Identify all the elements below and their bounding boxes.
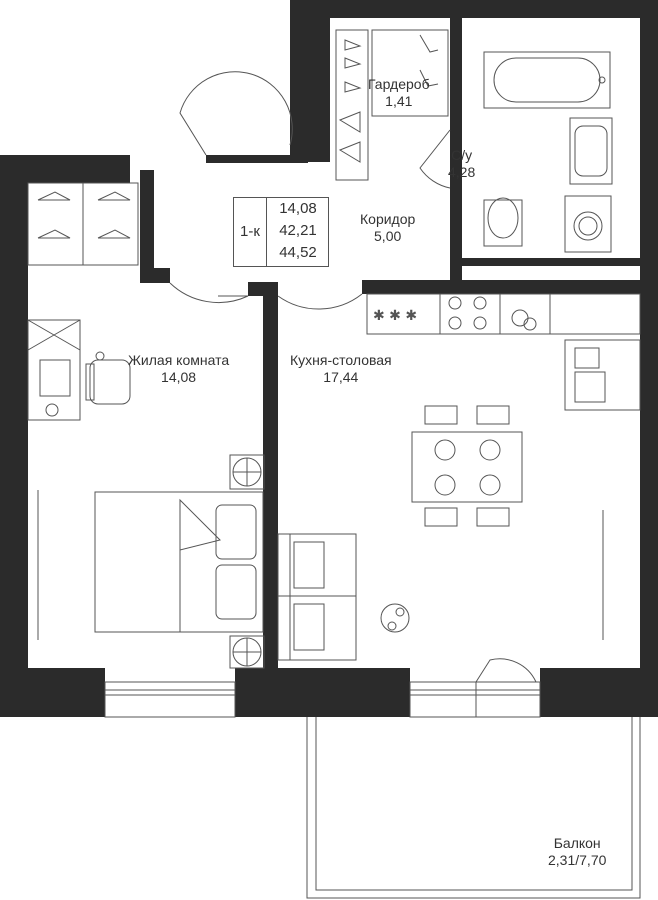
total-area-value: 42,21 [279, 222, 317, 239]
corridor-name: Коридор [360, 211, 416, 227]
bathroom-fixtures [483, 51, 613, 253]
bathroom-name: С/у [451, 147, 473, 163]
walls [0, 0, 658, 717]
balcony-outline [306, 717, 641, 899]
apartment-summary: 1-к 14,08 42,21 44,52 [233, 197, 329, 267]
svg-text:✱ ✱ ✱: ✱ ✱ ✱ [373, 308, 417, 324]
living-room-area: 14,08 [161, 369, 197, 385]
windows [104, 681, 541, 718]
wardrobe-furniture [335, 29, 449, 181]
doors [37, 71, 604, 683]
living-room-label: Жилая комната 14,08 [128, 352, 229, 386]
living-room-furniture [27, 182, 265, 669]
bathroom-label: С/у 4,28 [448, 147, 475, 181]
kitchen-furniture [277, 293, 641, 661]
wardrobe-area: 1,41 [385, 93, 413, 109]
unit-type: 1-к [234, 198, 267, 266]
corridor-label: Коридор 5,00 [360, 211, 415, 245]
kitchen-name: Кухня-столовая [290, 352, 392, 368]
kitchen-label: Кухня-столовая 17,44 [290, 352, 392, 386]
wardrobe-name: Гардероб [368, 76, 430, 92]
total-area-with-balcony-value: 44,52 [279, 244, 317, 261]
living-area-value: 14,08 [279, 200, 317, 217]
balcony-name: Балкон [553, 835, 601, 851]
bathroom-area: 4,28 [448, 164, 476, 180]
kitchen-area: 17,44 [323, 369, 359, 385]
corridor-area: 5,00 [374, 228, 402, 244]
wall-notches [472, 28, 612, 280]
balcony-label: Балкон 2,31/7,70 [548, 835, 606, 869]
cooktop-icon: ✱ ✱ ✱ [373, 308, 417, 324]
living-room-name: Жилая комната [128, 352, 230, 368]
balcony-area: 2,31/7,70 [548, 852, 607, 868]
wardrobe-label: Гардероб 1,41 [368, 76, 430, 110]
